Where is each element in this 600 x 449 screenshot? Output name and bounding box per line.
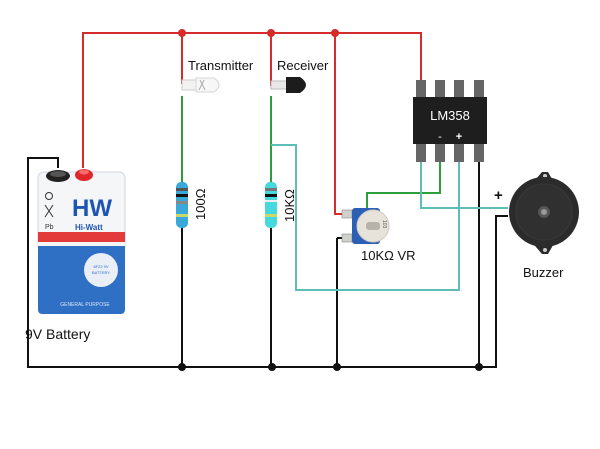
teal-signal-wires [271, 144, 508, 291]
junction-dot [267, 29, 275, 37]
positive-wire-top [82, 32, 422, 168]
transmitter-label: Transmitter [188, 58, 254, 73]
minus-symbol-icon [45, 192, 53, 200]
battery-badge-text2: BATTERY [92, 270, 110, 275]
pot-wiper-to-minus [366, 162, 441, 210]
battery-brand-sub: Hi-Watt [75, 223, 103, 232]
recycle-bin-icon [44, 204, 54, 218]
junction-dots [178, 29, 483, 371]
resistor-10k-ohm-label: 10KΩ [282, 189, 297, 222]
resistor-10k-ohm[interactable] [265, 182, 277, 228]
buzzer-label: Buzzer [523, 265, 564, 280]
output-to-buzzer [420, 162, 508, 209]
battery-label: 9V Battery [25, 326, 90, 342]
battery[interactable]: HW Hi-Watt Pb 6F22 9V BATTERY GENERAL PU… [37, 169, 126, 314]
receiver-label: Receiver [277, 58, 329, 73]
ground-wire-main [27, 157, 508, 368]
receiver-photodiode[interactable] [270, 77, 306, 93]
positive-rail [82, 32, 422, 215]
lm358-label: LM358 [430, 108, 470, 123]
junction-dot [178, 363, 186, 371]
ground-wire-pot [336, 237, 342, 367]
battery-footer: GENERAL PURPOSE [60, 302, 110, 308]
receiver-to-plus [271, 144, 460, 291]
potentiometer-label: 10KΩ VR [361, 248, 416, 263]
junction-dot [333, 363, 341, 371]
ground-rail [27, 157, 508, 368]
lm358-chip[interactable]: LM358 - + [413, 80, 487, 162]
junction-dot [178, 29, 186, 37]
pot-marking: 103 [381, 220, 387, 229]
junction-dot [475, 363, 483, 371]
lm358-pin-plus: + [456, 131, 462, 143]
junction-dot [268, 363, 276, 371]
resistor-100-ohm-label: 100Ω [193, 188, 208, 220]
battery-pb-mark: Pb [45, 224, 54, 231]
potentiometer[interactable]: 103 [341, 208, 390, 244]
green-signal-wires [181, 96, 441, 210]
lm358-pin-minus: - [438, 131, 442, 143]
resistor-100-ohm[interactable] [176, 182, 188, 228]
battery-brand: HW [72, 195, 112, 222]
transmitter-led[interactable] [181, 77, 220, 93]
junction-dot [331, 29, 339, 37]
buzzer[interactable] [509, 172, 579, 254]
positive-wire-pot [334, 33, 342, 215]
buzzer-polarity: + [494, 187, 503, 204]
battery-badge [84, 253, 118, 287]
battery-badge-text: 6F22 9V [93, 264, 108, 269]
